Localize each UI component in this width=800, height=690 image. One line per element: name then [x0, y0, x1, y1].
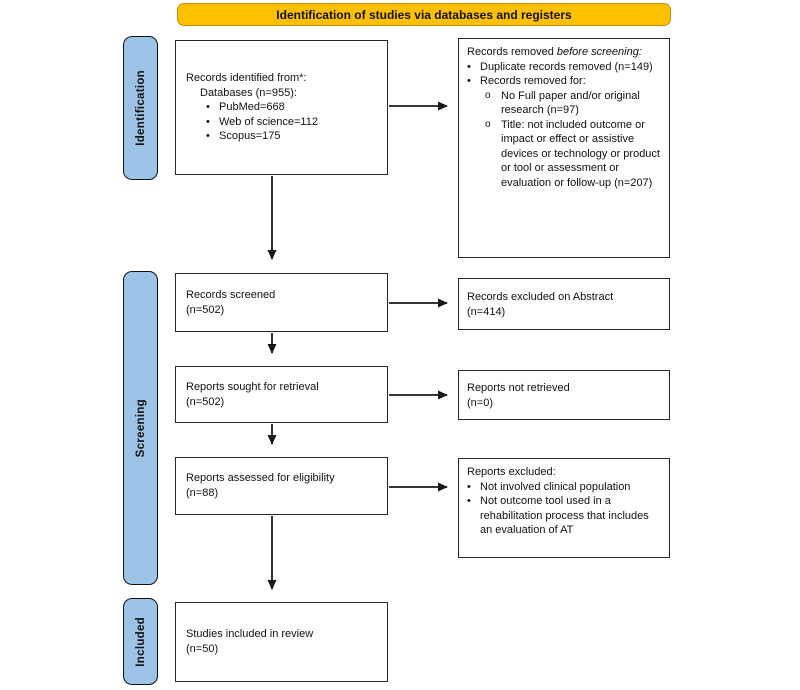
sub-bullet-icon: o	[485, 89, 491, 101]
reports-excluded-heading: Reports excluded:	[467, 466, 556, 478]
box-records-removed-before-screening: Records removed before screening: • Dupl…	[458, 38, 670, 258]
sub-bullet-icon: o	[485, 118, 491, 130]
list-item: • Records removed for:	[467, 74, 663, 89]
reports-assessed-label: Reports assessed for eligibility	[186, 472, 335, 485]
reports-not-retrieved-label: Reports not retrieved	[467, 381, 570, 394]
list-item: o No Full paper and/or original research…	[467, 89, 663, 118]
records-screened-count: (n=502)	[186, 303, 225, 316]
stage-screening: Screening	[123, 271, 158, 585]
stage-included-label: Included	[134, 616, 147, 667]
stage-identification: Identification	[123, 36, 158, 180]
records-removed-for: Records removed for:	[480, 75, 586, 88]
not-clinical-population: Not involved clinical population	[480, 480, 631, 493]
title-not-included: Title: not included outcome or impact or…	[501, 118, 660, 189]
records-excluded-abstract-label: Records excluded on Abstract	[467, 290, 614, 303]
records-screened-label: Records screened	[186, 288, 276, 301]
stage-included: Included	[123, 598, 158, 685]
duplicates-removed: Duplicate records removed (n=149)	[480, 60, 653, 73]
list-item: • Scopus=175	[186, 129, 379, 144]
list-item: • Duplicate records removed (n=149)	[467, 60, 663, 75]
bullet-icon: •	[467, 75, 471, 88]
box-reports-sought: Reports sought for retrieval (n=502)	[175, 366, 388, 423]
reports-sought-count: (n=502)	[186, 395, 225, 408]
bullet-icon: •	[467, 480, 471, 493]
bullet-icon: •	[467, 495, 471, 508]
bullet-icon: •	[206, 130, 210, 143]
list-item: • PubMed=668	[186, 100, 379, 115]
box-records-identified: Records identified from*: Databases (n=9…	[175, 40, 388, 175]
databases-count: Databases (n=955):	[200, 86, 297, 99]
bullet-icon: •	[467, 60, 471, 73]
box-reports-not-retrieved: Reports not retrieved (n=0)	[458, 370, 670, 420]
database-pubmed: PubMed=668	[219, 101, 285, 114]
bullet-icon: •	[206, 101, 210, 114]
box-reports-assessed: Reports assessed for eligibility (n=88)	[175, 457, 388, 515]
reports-sought-label: Reports sought for retrieval	[186, 380, 319, 393]
banner-title-label: Identification of studies via databases …	[276, 7, 572, 22]
box-records-excluded-abstract: Records excluded on Abstract (n=414)	[458, 278, 670, 330]
bullet-icon: •	[206, 115, 210, 128]
banner-title: Identification of studies via databases …	[177, 3, 671, 26]
reports-assessed-count: (n=88)	[186, 487, 219, 499]
studies-included-count: (n=50)	[186, 643, 219, 655]
records-identified-heading: Records identified from*:	[186, 72, 307, 85]
database-scopus: Scopus=175	[219, 130, 281, 143]
list-item: • Web of science=112	[186, 115, 379, 130]
stage-screening-label: Screening	[134, 398, 147, 458]
database-web-of-science: Web of science=112	[219, 115, 318, 128]
box-reports-excluded: Reports excluded: • Not involved clinica…	[458, 458, 670, 558]
records-excluded-abstract-count: (n=414)	[467, 305, 506, 318]
studies-included-label: Studies included in review	[186, 628, 314, 641]
box-studies-included: Studies included in review (n=50)	[175, 602, 388, 682]
records-removed-heading: Records removed before screening:	[467, 46, 642, 58]
list-item: o Title: not included outcome or impact …	[467, 118, 663, 191]
no-full-paper: No Full paper and/or original research (…	[501, 89, 640, 117]
stage-identification-label: Identification	[134, 70, 147, 146]
box-records-screened: Records screened (n=502)	[175, 273, 388, 332]
reports-not-retrieved-count: (n=0)	[467, 396, 493, 409]
not-outcome-tool: Not outcome tool used in a rehabilitatio…	[480, 495, 649, 537]
list-item: • Not outcome tool used in a rehabilitat…	[467, 494, 663, 538]
list-item: • Not involved clinical population	[467, 480, 663, 495]
